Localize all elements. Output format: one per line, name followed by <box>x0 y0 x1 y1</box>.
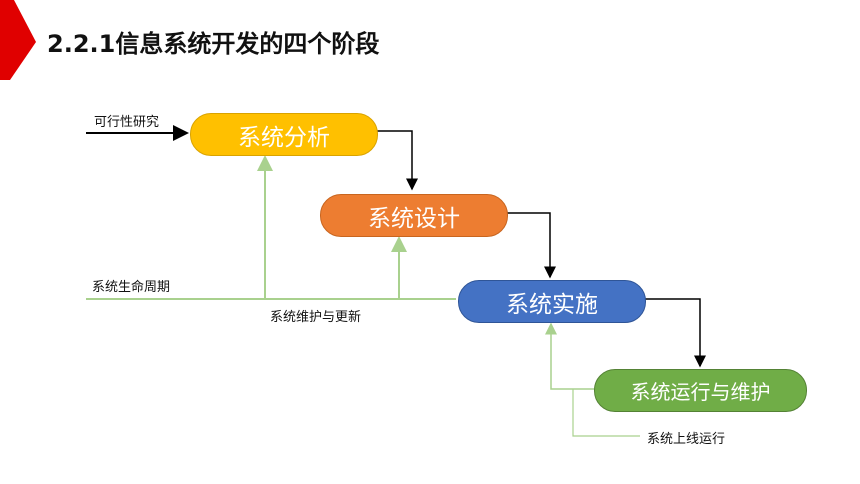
red-corner-decoration <box>0 0 36 80</box>
arrow-design-to-implementation <box>506 212 556 279</box>
arrow-analysis-to-design <box>376 130 418 191</box>
arrow-implementation-to-operation <box>644 298 706 368</box>
go-live-label: 系统上线运行 <box>647 432 726 447</box>
stage-operation-maintenance: 系统运行与维护 <box>594 369 807 412</box>
life-cycle-label: 系统生命周期 <box>92 280 171 295</box>
stage-design: 系统设计 <box>320 194 508 237</box>
feedback-arrow-operation-to-implementation <box>545 322 594 390</box>
maintenance-update-label: 系统维护与更新 <box>270 310 362 325</box>
feasibility-label: 可行性研究 <box>94 115 160 130</box>
go-live-bracket <box>572 389 640 437</box>
stage-analysis: 系统分析 <box>190 113 378 156</box>
stage-implementation: 系统实施 <box>458 280 646 323</box>
page-title: 2.2.1信息系统开发的四个阶段 <box>47 30 380 58</box>
